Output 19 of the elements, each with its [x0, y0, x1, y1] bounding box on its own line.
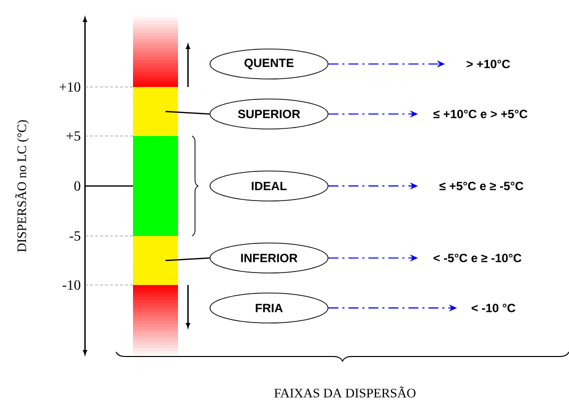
range-text: < -10 °C: [472, 304, 516, 312]
tick-label: -5: [70, 231, 80, 241]
bar-segment: [133, 284, 178, 357]
tick-label: 0: [74, 181, 80, 191]
range-text: > +10°C: [466, 60, 510, 68]
axis-title: DISPERSÃO no LC (°C): [15, 120, 29, 252]
leader-line: [165, 257, 210, 262]
tick-label: +10: [60, 82, 80, 92]
bar-segment: [133, 15, 178, 87]
range-text: ≤ +10°C e > +5°C: [433, 110, 528, 118]
range-text: < -5°C e ≥ -10°C: [434, 254, 522, 262]
bar-segment: [133, 236, 178, 285]
tick-label: +5: [66, 131, 80, 141]
bar-segment: [133, 136, 178, 236]
range-text: ≤ +5°C e ≥ -5°C: [439, 182, 524, 190]
bar-segment: [133, 87, 178, 136]
tick-label: -10: [62, 280, 80, 290]
leader-line: [165, 110, 210, 115]
axis-title: FAIXAS DA DISPERSÃO: [274, 386, 416, 398]
